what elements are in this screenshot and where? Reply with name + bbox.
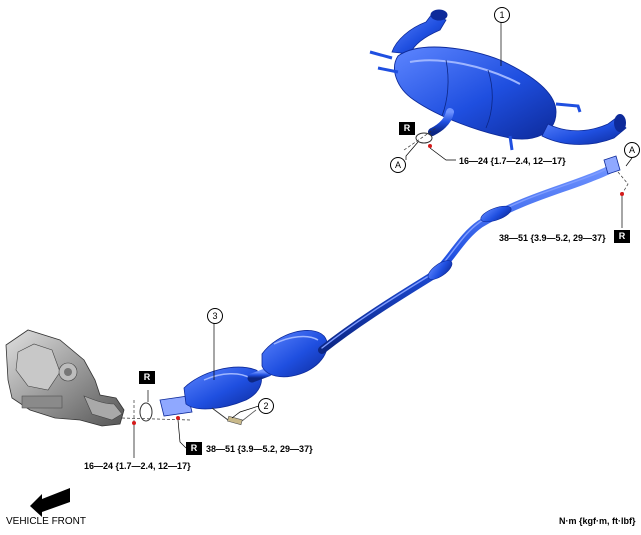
oxygen-sensor <box>211 407 257 426</box>
replace-badge-left: R <box>139 371 155 384</box>
rear-connection-marker <box>617 171 629 196</box>
leader-lines <box>133 22 633 458</box>
callout-connector-a-right: A <box>624 142 640 158</box>
replace-badge-top: R <box>399 122 415 135</box>
arrow-left-icon <box>30 488 70 517</box>
rear-muffler <box>369 9 627 151</box>
torque-spec-right: 38—51 {3.9—5.2, 29—37} <box>499 233 606 243</box>
front-gasket <box>121 400 191 425</box>
callout-part-1: 1 <box>494 7 510 23</box>
torque-spec-upper: 16—24 {1.7—2.4, 12—17} <box>459 156 566 166</box>
callout-connector-a-top: A <box>390 157 406 173</box>
callout-part-2: 2 <box>258 398 274 414</box>
callout-part-3: 3 <box>207 308 223 324</box>
vehicle-front-label: VEHICLE FRONT <box>6 516 87 527</box>
replace-badge-right: R <box>614 230 630 243</box>
rear-gasket <box>403 127 437 151</box>
front-pipe-assembly <box>159 155 621 417</box>
replace-badge-bottom: R <box>186 442 202 455</box>
torque-units-legend: N·m {kgf·m, ft·lbf} <box>559 516 636 526</box>
torque-spec-lower-left: 16—24 {1.7—2.4, 12—17} <box>84 461 191 471</box>
engine-manifold <box>5 329 125 427</box>
torque-spec-lower-mid: 38—51 {3.9—5.2, 29—37} <box>206 444 313 454</box>
